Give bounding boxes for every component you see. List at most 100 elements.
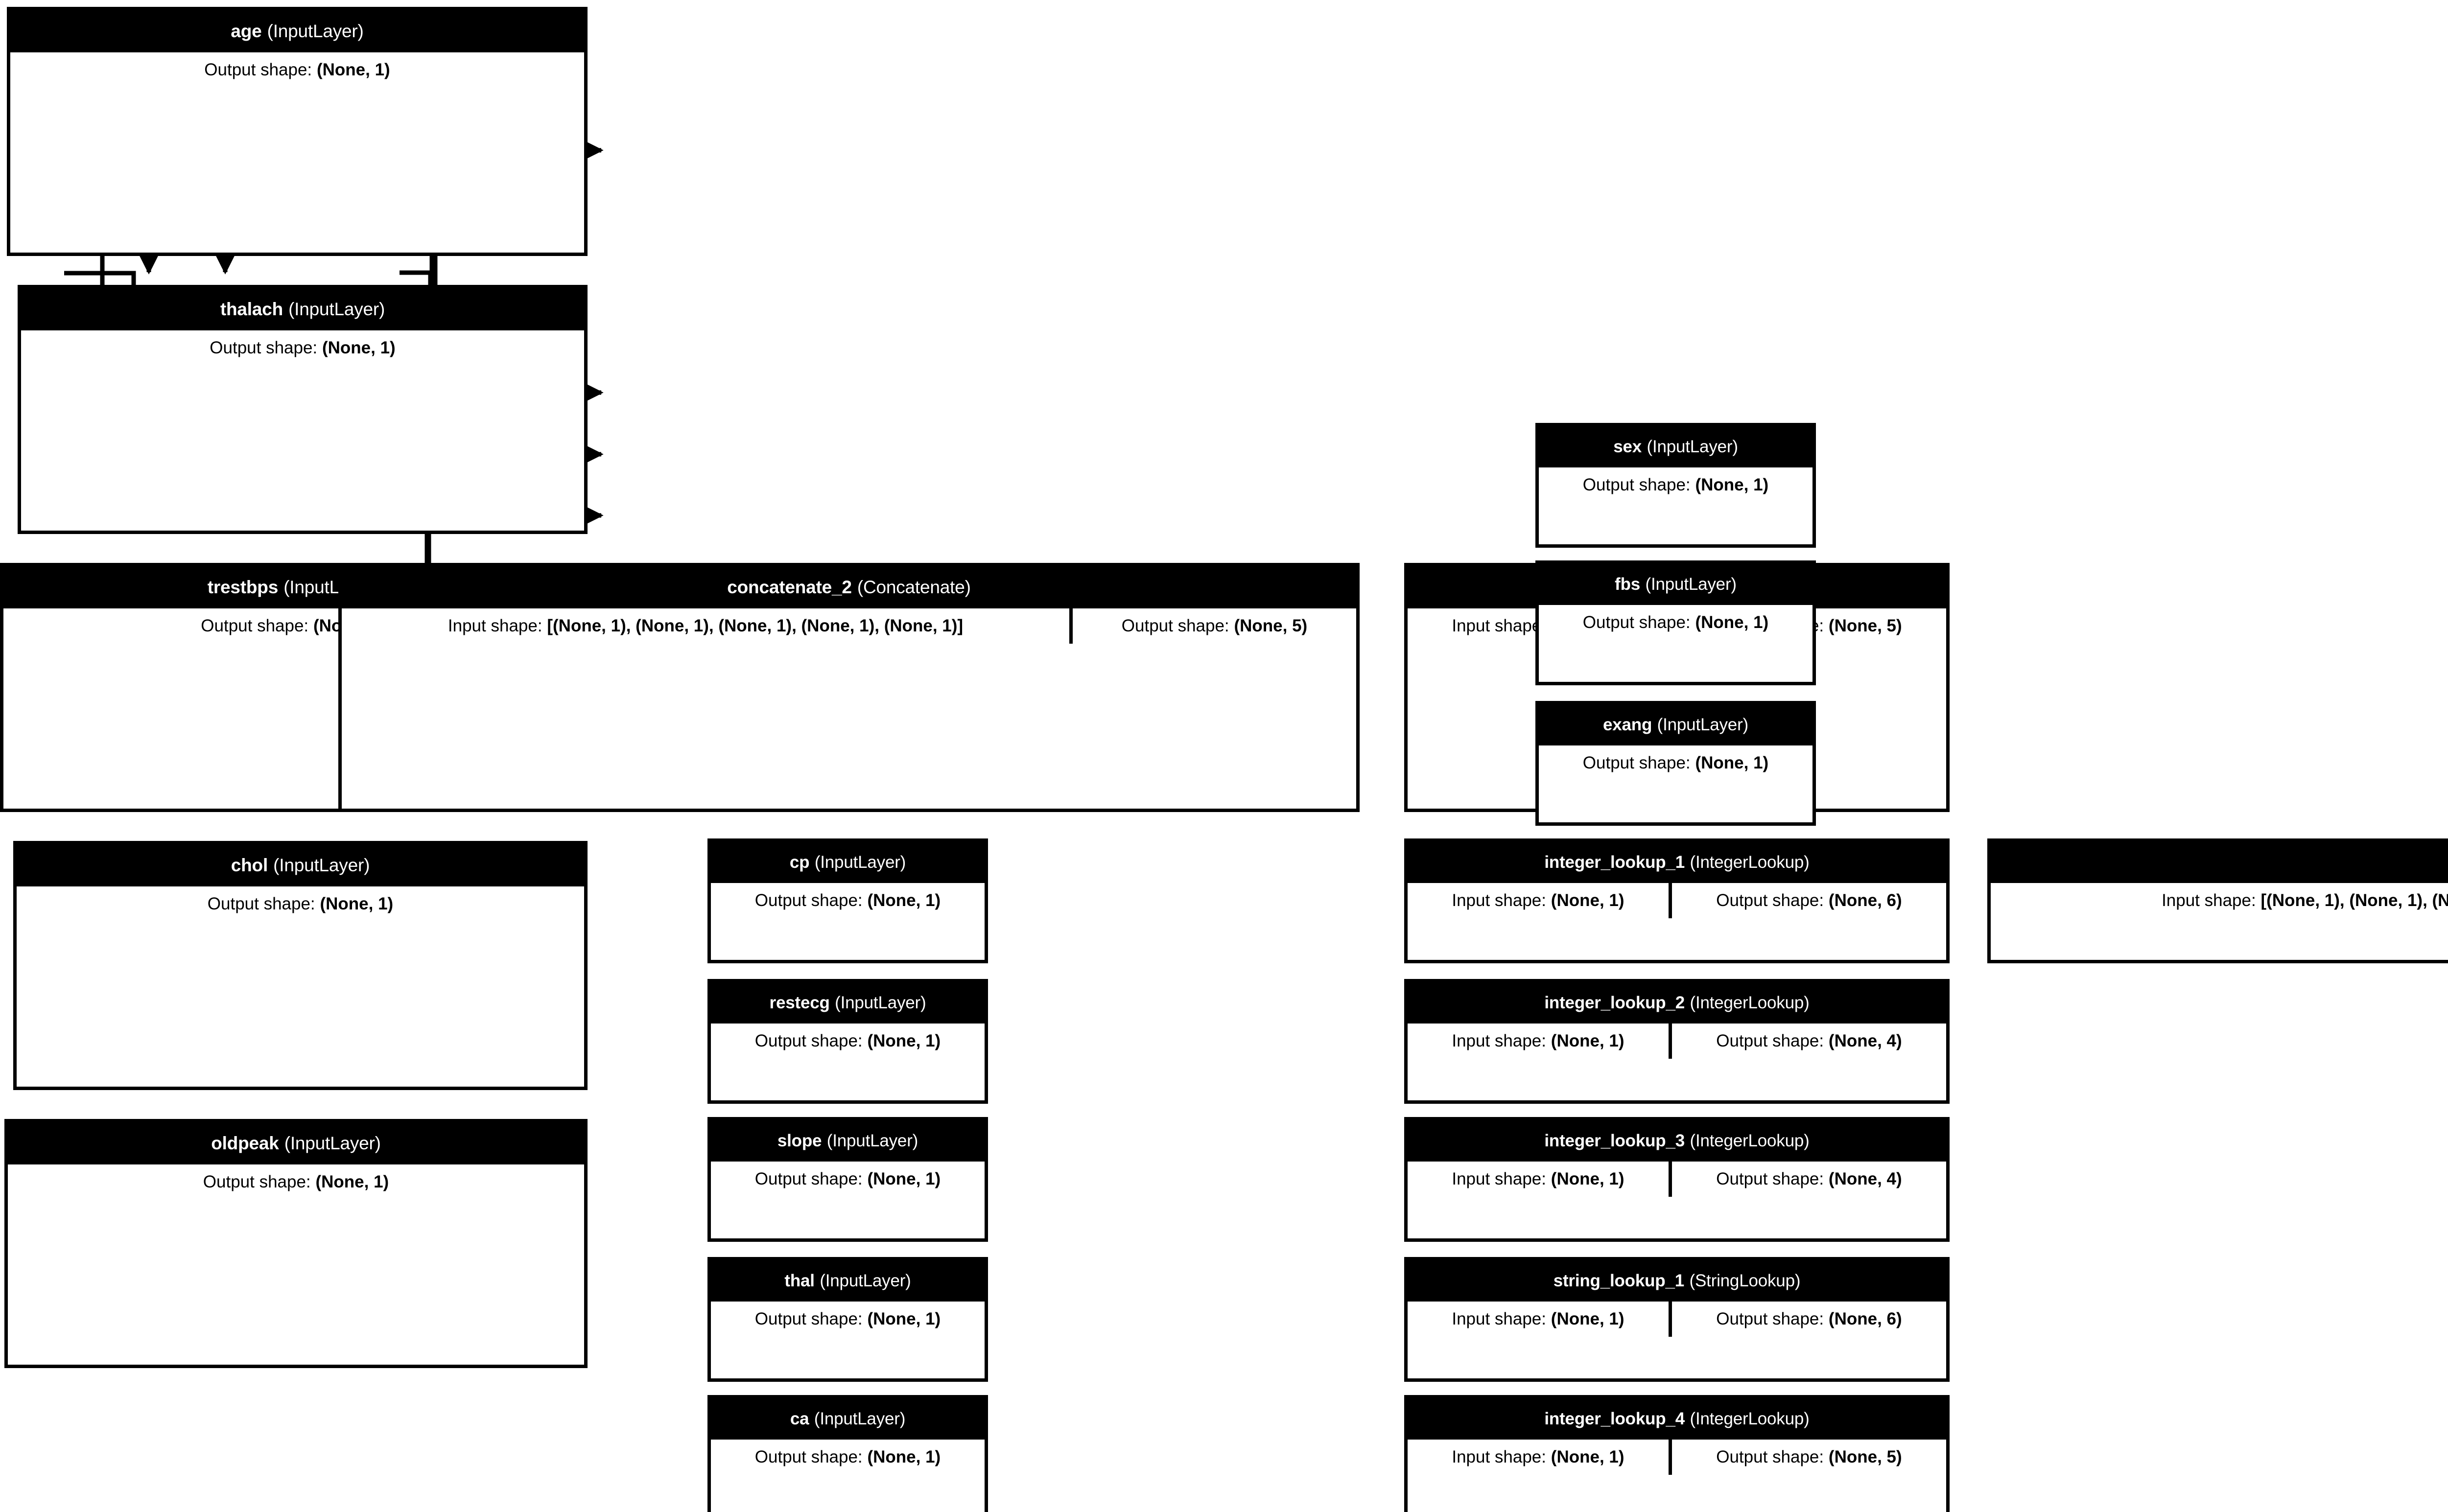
shape-label: Output shape: <box>1716 1169 1824 1188</box>
node-shape-cell: Output shape:(None, 1) <box>711 1024 985 1059</box>
node-shape-cell: Output shape:(None, 4) <box>1668 1024 1947 1059</box>
node-class-string_lookup_1: (StringLookup) <box>1689 1271 1801 1290</box>
shape-label: Input shape: <box>1452 1309 1546 1328</box>
node-title-sex: sex(InputLayer) <box>1539 426 1812 467</box>
node-body-ca: Output shape:(None, 1) <box>711 1440 985 1512</box>
node-class-oldpeak: (InputLayer) <box>284 1133 381 1153</box>
shape-value: (None, 5) <box>1828 616 1902 635</box>
shape-label: Input shape: <box>1452 1169 1546 1188</box>
shape-label: Input shape: <box>2162 891 2256 910</box>
node-title-ca: ca(InputLayer) <box>711 1398 985 1440</box>
shape-label: Output shape: <box>1582 475 1691 494</box>
node-body-age: Output shape:(None, 1) <box>10 52 584 253</box>
node-body-string_lookup_1: Input shape:(None, 1)Output shape:(None,… <box>1408 1302 1947 1378</box>
shape-label: Output shape: <box>1716 1309 1824 1328</box>
shape-label: Output shape: <box>754 1447 863 1466</box>
shape-label: Output shape: <box>1716 1447 1824 1466</box>
node-sex[interactable]: sex(InputLayer)Output shape:(None, 1) <box>1535 423 1816 548</box>
node-title-slope: slope(InputLayer) <box>711 1120 985 1162</box>
node-integer_lookup_3[interactable]: integer_lookup_3(IntegerLookup)Input sha… <box>1404 1117 1950 1242</box>
node-body-thal: Output shape:(None, 1) <box>711 1302 985 1378</box>
node-name-thal: thal <box>784 1271 815 1290</box>
node-concatenate_3[interactable]: concatenate_3(Concatenate)Input shape:[(… <box>1987 838 2448 963</box>
node-shape-cell: Output shape:(None, 1) <box>711 1440 985 1475</box>
node-class-slope: (InputLayer) <box>826 1131 918 1150</box>
shape-label: Output shape: <box>204 60 312 79</box>
node-title-fbs: fbs(InputLayer) <box>1539 564 1812 605</box>
node-class-restecg: (InputLayer) <box>835 993 926 1012</box>
node-shape-cell: Input shape:(None, 1) <box>1408 1440 1669 1475</box>
node-title-thalach: thalach(InputLayer) <box>21 288 584 330</box>
shape-label: Input shape: <box>447 616 542 635</box>
node-class-age: (InputLayer) <box>267 21 364 41</box>
node-class-exang: (InputLayer) <box>1657 715 1749 734</box>
shape-value: (None, 6) <box>1828 1309 1902 1328</box>
node-shape-cell: Output shape:(None, 4) <box>1668 1162 1947 1197</box>
shape-value: (None, 1) <box>867 1309 941 1328</box>
node-integer_lookup_1[interactable]: integer_lookup_1(IntegerLookup)Input sha… <box>1404 838 1950 963</box>
node-string_lookup_1[interactable]: string_lookup_1(StringLookup) Input shape… <box>1404 1257 1950 1382</box>
node-restecg[interactable]: restecg(InputLayer)Output shape:(None, 1… <box>707 979 988 1104</box>
node-shape-cell: Output shape:(None, 1) <box>17 886 584 922</box>
node-title-chol: chol(InputLayer) <box>17 844 584 886</box>
node-shape-cell: Input shape: (None, 1) <box>1408 1024 1669 1059</box>
node-name-age: age <box>231 21 262 41</box>
shape-label: Input shape: <box>1452 1447 1546 1466</box>
node-concatenate_2[interactable]: concatenate_2(Concatenate)Input shape:[(… <box>338 563 1360 812</box>
shape-label: Input shape: <box>1452 1031 1546 1050</box>
node-class-fbs: (InputLayer) <box>1645 575 1737 594</box>
node-cp[interactable]: cp(InputLayer)Output shape:(None, 1) <box>707 838 988 963</box>
node-body-fbs: Output shape:(None, 1) <box>1539 605 1812 682</box>
node-shape-cell: Input shape:[(None, 1), (None, 1), (None… <box>1991 883 2448 918</box>
node-name-trestbps: trestbps <box>207 577 279 597</box>
shape-label: Output shape: <box>210 338 318 357</box>
node-ca[interactable]: ca(InputLayer)Output shape:(None, 1) <box>707 1395 988 1512</box>
shape-value: (None, 1) <box>316 60 390 79</box>
node-title-integer_lookup_1: integer_lookup_1(IntegerLookup) <box>1408 842 1946 883</box>
node-title-restecg: restecg(InputLayer) <box>711 982 985 1024</box>
node-thalach[interactable]: thalach(InputLayer)Output shape:(None, 1… <box>18 285 588 534</box>
node-integer_lookup_4[interactable]: integer_lookup_4(IntegerLookup)Input sha… <box>1404 1395 1950 1512</box>
node-class-cp: (InputLayer) <box>814 853 906 872</box>
shape-label: Output shape: <box>1582 753 1691 772</box>
node-class-integer_lookup_3: (IntegerLookup) <box>1690 1131 1810 1150</box>
node-fbs[interactable]: fbs(InputLayer)Output shape:(None, 1) <box>1535 560 1816 685</box>
shape-label: Output shape: <box>754 891 863 910</box>
node-body-chol: Output shape:(None, 1) <box>17 886 584 1087</box>
node-shape-cell: Output shape:(None, 1) <box>711 883 985 918</box>
shape-value: [(None, 1), (None, 1), (None, 1), (None,… <box>2260 891 2448 910</box>
shape-value: (None, 1) <box>867 1169 941 1188</box>
node-shape-cell: Output shape:(None, 6) <box>1668 883 1947 918</box>
node-title-exang: exang(InputLayer) <box>1539 704 1812 745</box>
node-name-string_lookup_1: string_lookup_1 <box>1553 1271 1685 1290</box>
node-chol[interactable]: chol(InputLayer)Output shape:(None, 1) <box>13 841 588 1090</box>
shape-value: (None, 1) <box>1695 613 1769 632</box>
node-title-integer_lookup_4: integer_lookup_4(IntegerLookup) <box>1408 1398 1946 1440</box>
shape-label: Output shape: <box>754 1169 863 1188</box>
node-slope[interactable]: slope(InputLayer)Output shape:(None, 1) <box>707 1117 988 1242</box>
node-body-slope: Output shape:(None, 1) <box>711 1162 985 1238</box>
node-shape-cell: Input shape:(None, 1) <box>1408 883 1669 918</box>
shape-value: (None, 1) <box>1551 1031 1624 1050</box>
node-thal[interactable]: thal (InputLayer) Output shape:(None, 1) <box>707 1257 988 1382</box>
shape-value: (None, 5) <box>1828 1447 1902 1466</box>
node-title-concatenate_3: concatenate_3(Concatenate) <box>1991 842 2448 883</box>
node-class-integer_lookup_2: (IntegerLookup) <box>1690 993 1810 1012</box>
node-shape-cell: Input shape:(None, 1) <box>1408 1162 1669 1197</box>
shape-value: (None, 4) <box>1828 1169 1902 1188</box>
shape-label: Input shape: <box>1452 891 1546 910</box>
node-age[interactable]: age(InputLayer) Output shape:(None, 1) <box>7 7 588 256</box>
node-class-thal: (InputLayer) <box>820 1271 911 1290</box>
node-integer_lookup_2[interactable]: integer_lookup_2(IntegerLookup)Input sha… <box>1404 979 1950 1104</box>
shape-label: Output shape: <box>1121 616 1229 635</box>
node-oldpeak[interactable]: oldpeak(InputLayer)Output shape:(None, 1… <box>4 1119 588 1368</box>
node-shape-cell: Output shape:(None, 5) <box>1069 608 1356 644</box>
node-body-exang: Output shape:(None, 1) <box>1539 745 1812 822</box>
node-exang[interactable]: exang(InputLayer)Output shape:(None, 1) <box>1535 701 1816 826</box>
shape-label: Output shape: <box>754 1031 863 1050</box>
shape-label: Input shape: <box>1452 616 1546 635</box>
shape-value: (None, 4) <box>1828 1031 1902 1050</box>
node-shape-cell: Output shape:(None, 1) <box>711 1162 985 1197</box>
node-shape-cell: Output shape:(None, 1) <box>1539 467 1812 503</box>
